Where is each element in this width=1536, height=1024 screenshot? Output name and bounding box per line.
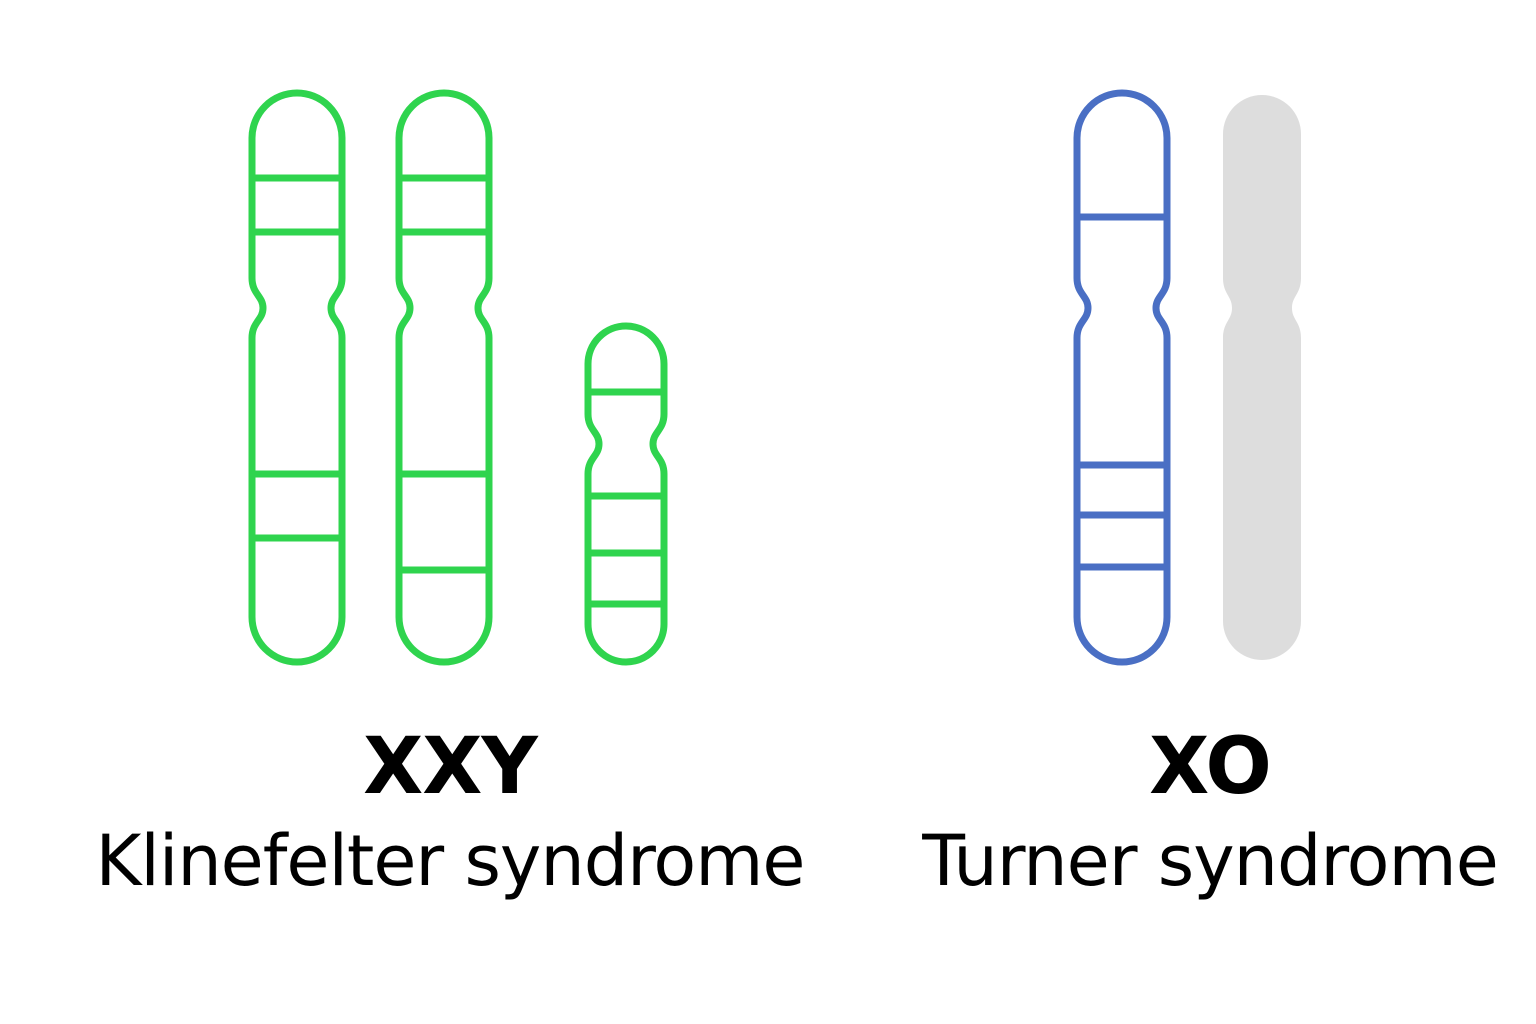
chromosome-outline <box>248 89 346 666</box>
x-chromosome-turner-1 <box>1073 89 1171 666</box>
y-chromosome-klinefelter-3 <box>584 322 668 666</box>
missing-chromosome-shape <box>1223 95 1301 660</box>
syndrome-label-klinefelter: Klinefelter syndrome <box>95 820 806 902</box>
x-chromosome-klinefelter-1 <box>248 89 346 666</box>
karyotype-label-xxy: XXY <box>363 722 538 812</box>
syndrome-label-turner: Turner syndrome <box>922 820 1499 902</box>
chromosome-outline <box>395 89 493 666</box>
klinefelter-chromosomes <box>248 89 668 666</box>
chromosome-outline <box>584 322 668 666</box>
missing-x-chromosome <box>1223 95 1301 660</box>
x-chromosome-klinefelter-2 <box>395 89 493 666</box>
chromosome-outline <box>1073 89 1171 666</box>
karyotype-label-xo: XO <box>1149 722 1272 812</box>
turner-chromosomes <box>1073 89 1301 666</box>
